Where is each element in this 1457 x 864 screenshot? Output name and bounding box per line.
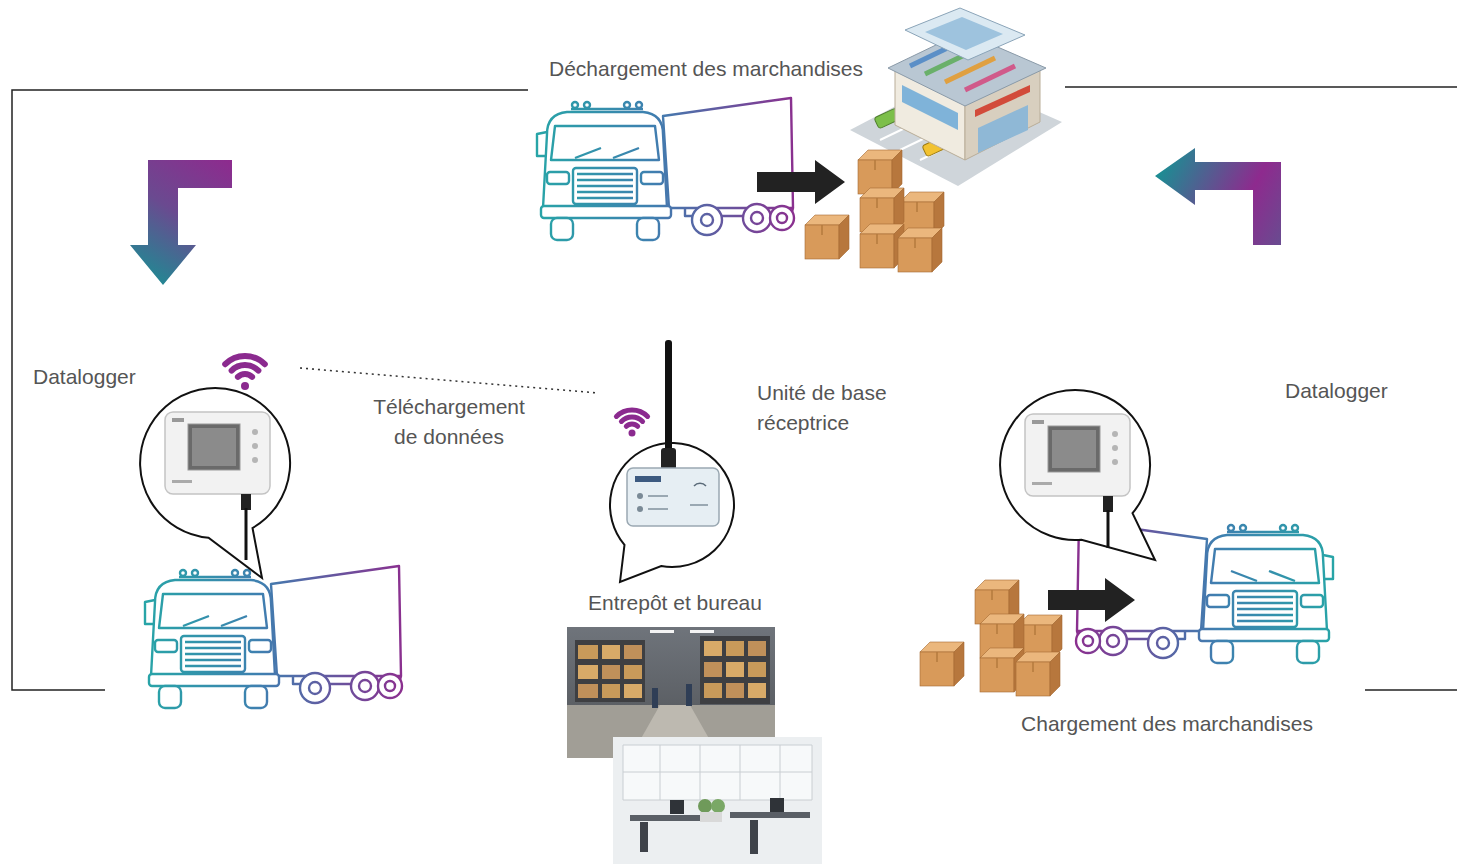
edge-label: Téléchargement de données xyxy=(364,392,534,452)
flow-arrow xyxy=(1155,148,1281,245)
callout-shape xyxy=(1000,388,1160,564)
place-label: Entrepôt et bureau xyxy=(555,588,795,618)
datalogger-callout: Datalogger xyxy=(1000,388,1160,564)
stage-label: Chargement des marchandises xyxy=(987,709,1347,739)
truck xyxy=(537,98,794,240)
office-photo xyxy=(613,737,822,864)
data-link xyxy=(300,368,598,393)
flow-arrow xyxy=(130,160,232,285)
transfer-arrow xyxy=(1048,578,1135,622)
callout-shape xyxy=(138,345,300,580)
node-label: Datalogger xyxy=(33,362,143,392)
goods-boxes xyxy=(920,580,1062,696)
datalogger-callout: Datalogger xyxy=(138,345,300,580)
truck xyxy=(145,566,402,708)
stage-label: Déchargement des marchandises xyxy=(516,54,896,84)
transfer-arrow xyxy=(757,160,845,204)
node-label: Datalogger xyxy=(1285,376,1400,406)
node-label: Unité de base réceptrice xyxy=(757,378,907,438)
base-unit-callout: Unité de base réceptrice xyxy=(598,338,742,590)
callout-shape xyxy=(598,338,742,590)
